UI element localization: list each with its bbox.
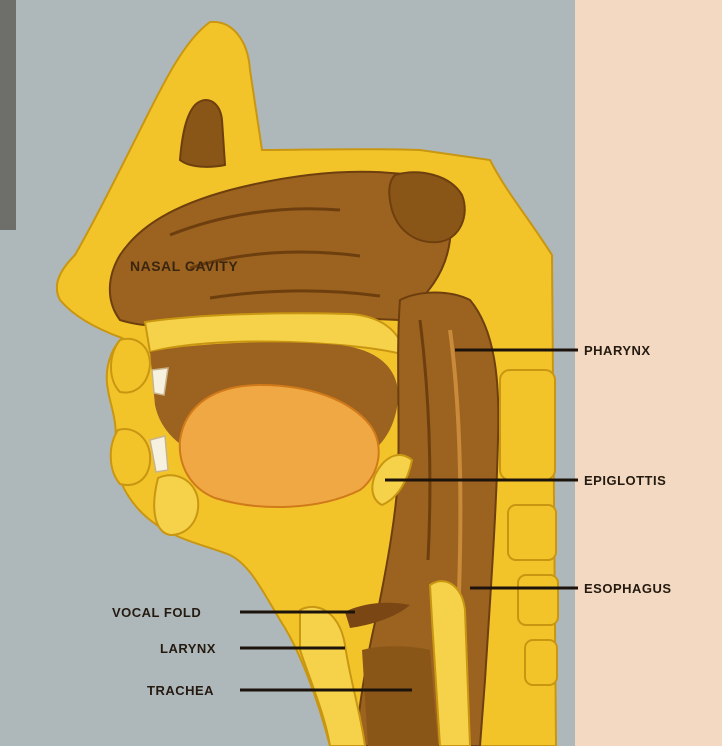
- label-epiglottis: EPIGLOTTIS: [584, 473, 666, 488]
- plate-edge-shadow: [0, 0, 16, 230]
- jaw-bone: [154, 475, 198, 535]
- label-nasal-cavity: NASAL CAVITY: [130, 258, 238, 274]
- trachea-tube: [362, 646, 438, 746]
- label-esophagus: ESOPHAGUS: [584, 581, 672, 596]
- label-trachea: TRACHEA: [147, 683, 214, 698]
- label-pharynx: PHARYNX: [584, 343, 651, 358]
- label-vocal-fold: VOCAL FOLD: [112, 605, 201, 620]
- label-larynx: LARYNX: [160, 641, 216, 656]
